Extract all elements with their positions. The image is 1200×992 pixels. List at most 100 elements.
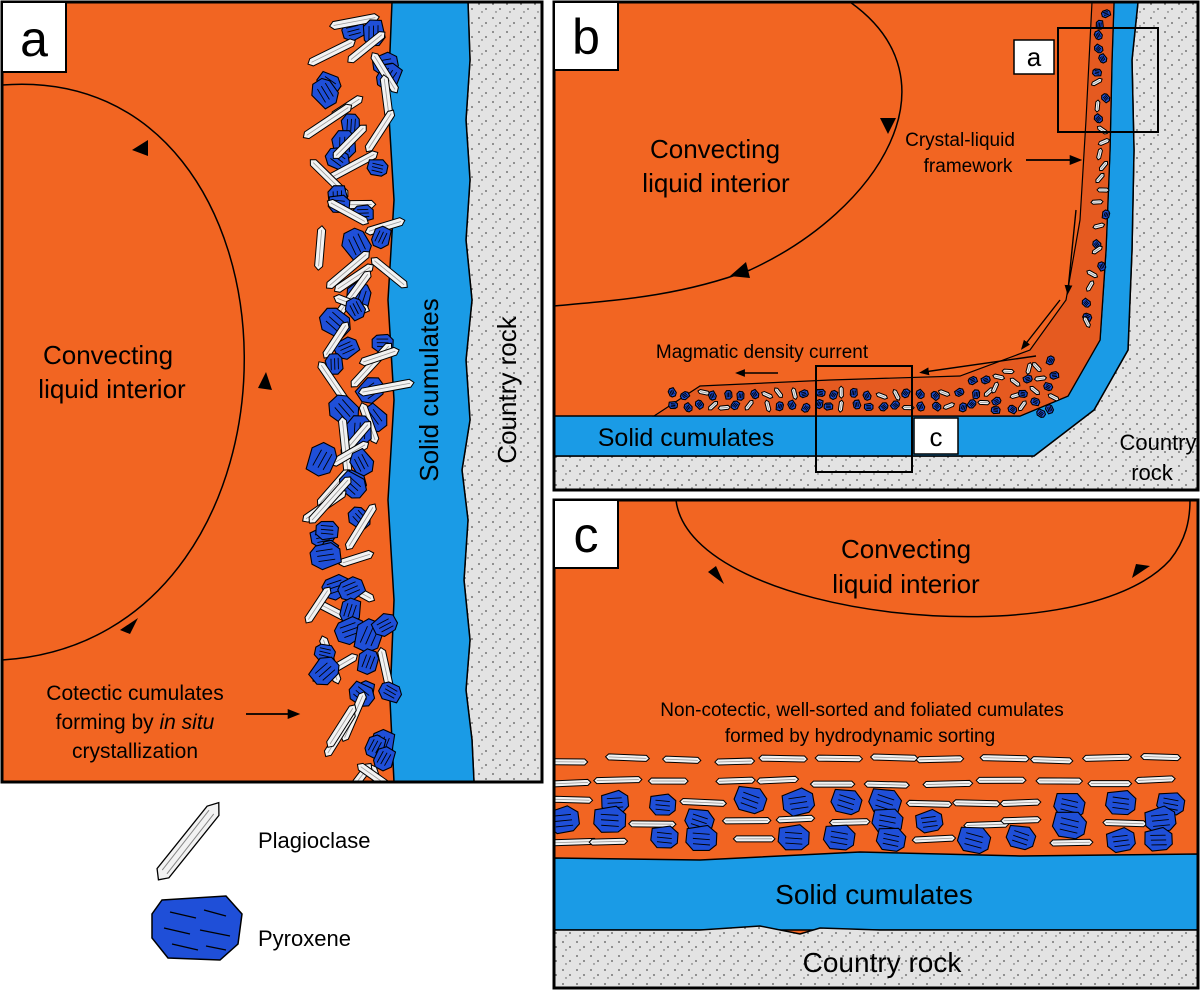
pyroxene-crystal bbox=[733, 785, 768, 815]
panel-c-letter-box bbox=[553, 499, 619, 569]
plagioclase-crystal bbox=[358, 346, 400, 367]
panel-a-cotectic-line1: Cotectic cumulates bbox=[46, 682, 223, 705]
pyroxene-crystal bbox=[648, 793, 677, 816]
plagioclase-crystal bbox=[307, 38, 356, 67]
pyroxene-crystal bbox=[1104, 790, 1137, 816]
plagioclase-crystal bbox=[1081, 753, 1133, 762]
plagioclase-crystal bbox=[1049, 838, 1094, 847]
pyroxene-crystal bbox=[1100, 9, 1112, 19]
panel-c-interior-line1: Convecting bbox=[841, 534, 971, 564]
pyroxene-crystal bbox=[849, 387, 858, 398]
pyroxene-crystal bbox=[916, 401, 926, 412]
plagioclase-crystal bbox=[1029, 756, 1074, 765]
plagioclase-crystal bbox=[1085, 280, 1095, 292]
panel-a: Convecting liquid interior Solid cumulat… bbox=[2, 2, 542, 782]
panel-a-frame bbox=[0, 0, 544, 784]
pyroxene-crystal bbox=[967, 375, 979, 386]
plagioclase-crystal bbox=[915, 755, 965, 764]
plagioclase-crystal bbox=[304, 586, 332, 624]
plagioclase-crystal bbox=[1047, 393, 1060, 402]
plagioclase-crystal bbox=[1033, 375, 1048, 382]
plagioclase-crystal bbox=[308, 476, 352, 524]
panel-b-downflow-arrows bbox=[735, 209, 1077, 377]
plagioclase-crystal bbox=[1094, 99, 1101, 113]
plagioclase-legend-icon bbox=[156, 801, 220, 881]
pyroxene-crystal bbox=[1036, 408, 1047, 418]
plagioclase-crystal bbox=[937, 389, 951, 397]
pyroxene-crystal bbox=[736, 390, 745, 401]
plagioclase-crystal bbox=[344, 503, 377, 551]
pyroxene-crystal bbox=[1081, 297, 1092, 308]
plagioclase-crystal bbox=[951, 799, 1001, 808]
plagioclase-crystal bbox=[764, 399, 772, 413]
plagioclase-crystal bbox=[338, 549, 375, 568]
plagioclase-crystal bbox=[828, 818, 871, 827]
pyroxene-crystal bbox=[337, 576, 367, 602]
plagioclase-crystal bbox=[328, 13, 380, 30]
pyroxene-crystal bbox=[667, 387, 677, 398]
pyroxene-crystal bbox=[685, 824, 718, 852]
pyroxene-crystal bbox=[863, 402, 874, 412]
plagioclase-crystal bbox=[869, 753, 919, 762]
plagioclase-crystal bbox=[991, 381, 1000, 394]
panel-a-interior-line2: liquid interior bbox=[38, 374, 186, 404]
pyroxene-crystal bbox=[356, 648, 380, 675]
plagioclase-crystal bbox=[1000, 816, 1042, 825]
plagioclase-crystal bbox=[715, 776, 756, 785]
panel-b-letter: b bbox=[572, 9, 600, 65]
legend: Plagioclase Pyroxene bbox=[151, 801, 371, 961]
panel-c-frame bbox=[552, 498, 1200, 990]
pyroxene-crystal bbox=[679, 390, 691, 401]
pyroxene-crystal bbox=[798, 389, 809, 399]
pyroxene-crystal bbox=[815, 388, 826, 397]
pyroxene-crystal bbox=[668, 401, 679, 410]
plagioclase-crystal bbox=[708, 400, 719, 411]
pyroxene-crystal bbox=[775, 401, 785, 412]
plagioclase-crystal bbox=[1029, 385, 1040, 396]
panel-a-country-label: Country rock bbox=[492, 315, 522, 463]
panel-c-country-label: Country rock bbox=[803, 947, 963, 978]
panel-b-inset-box-a bbox=[1057, 27, 1159, 133]
pyroxene-crystal bbox=[378, 681, 403, 704]
pyroxene-crystal bbox=[781, 787, 816, 817]
pyroxene-crystal bbox=[915, 388, 925, 400]
plagioclase-crystal bbox=[628, 820, 677, 828]
plagioclase-crystal bbox=[1096, 147, 1103, 161]
pyroxene-crystal bbox=[311, 77, 339, 110]
pyroxene-crystal bbox=[1098, 53, 1108, 64]
pyroxene-crystal bbox=[822, 824, 856, 851]
panel-a-flow-arrows bbox=[120, 140, 272, 634]
pyroxene-crystal bbox=[1030, 397, 1041, 407]
plagioclase-crystal bbox=[1091, 245, 1103, 255]
plagioclase-crystal bbox=[1095, 172, 1105, 184]
plagioclase-crystal bbox=[357, 378, 415, 397]
plagioclase-crystal bbox=[1092, 222, 1106, 230]
pyroxene-crystal bbox=[1007, 404, 1018, 415]
plagioclase-crystal bbox=[370, 257, 408, 289]
plagioclase-crystal bbox=[1082, 316, 1091, 328]
pyroxene-crystal bbox=[683, 401, 693, 413]
plagioclase-crystal bbox=[942, 402, 956, 410]
plagioclase-crystal bbox=[1001, 368, 1015, 375]
plagioclase-crystal bbox=[347, 31, 386, 64]
pyroxene-crystal bbox=[953, 387, 965, 398]
panel-a-letter-box bbox=[1, 1, 67, 73]
pyroxene-crystal bbox=[724, 390, 733, 400]
panel-b-current-label: Magmatic density current bbox=[656, 342, 869, 363]
pyroxene-crystal bbox=[308, 656, 340, 686]
plagioclase-crystal bbox=[732, 835, 776, 843]
plagioclase-crystal bbox=[661, 755, 702, 764]
plagioclase-crystal bbox=[922, 779, 974, 789]
panel-a-solid-cumulates bbox=[387, 2, 475, 782]
plagioclase-crystal bbox=[332, 124, 367, 159]
pyroxene-crystal bbox=[980, 375, 991, 385]
pyroxene-crystal bbox=[1094, 43, 1104, 54]
plagioclase-crystal bbox=[1035, 777, 1084, 785]
panel-b-framework-line2: framework bbox=[924, 156, 1013, 177]
pyroxene-crystal bbox=[305, 441, 338, 477]
pyroxene-crystal bbox=[1097, 261, 1107, 272]
panel-c-letter: c bbox=[574, 507, 599, 563]
pyroxene-crystal bbox=[730, 400, 741, 411]
pyroxene-crystal bbox=[1144, 826, 1173, 852]
